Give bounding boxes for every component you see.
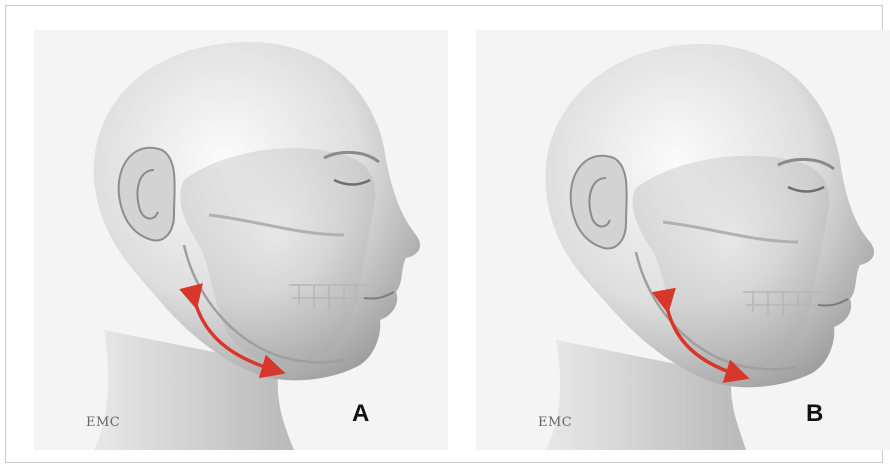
- panel-b: EMC B: [476, 30, 890, 450]
- watermark-emc: EMC: [538, 415, 572, 430]
- figure-frame: EMC A: [5, 5, 883, 463]
- panel-label-a: A: [352, 400, 369, 428]
- watermark-emc: EMC: [86, 415, 120, 430]
- panel-a: EMC A: [34, 30, 448, 450]
- panel-label-b: B: [806, 400, 823, 428]
- head-illustration-b: [476, 30, 890, 450]
- head-illustration-a: [34, 30, 448, 450]
